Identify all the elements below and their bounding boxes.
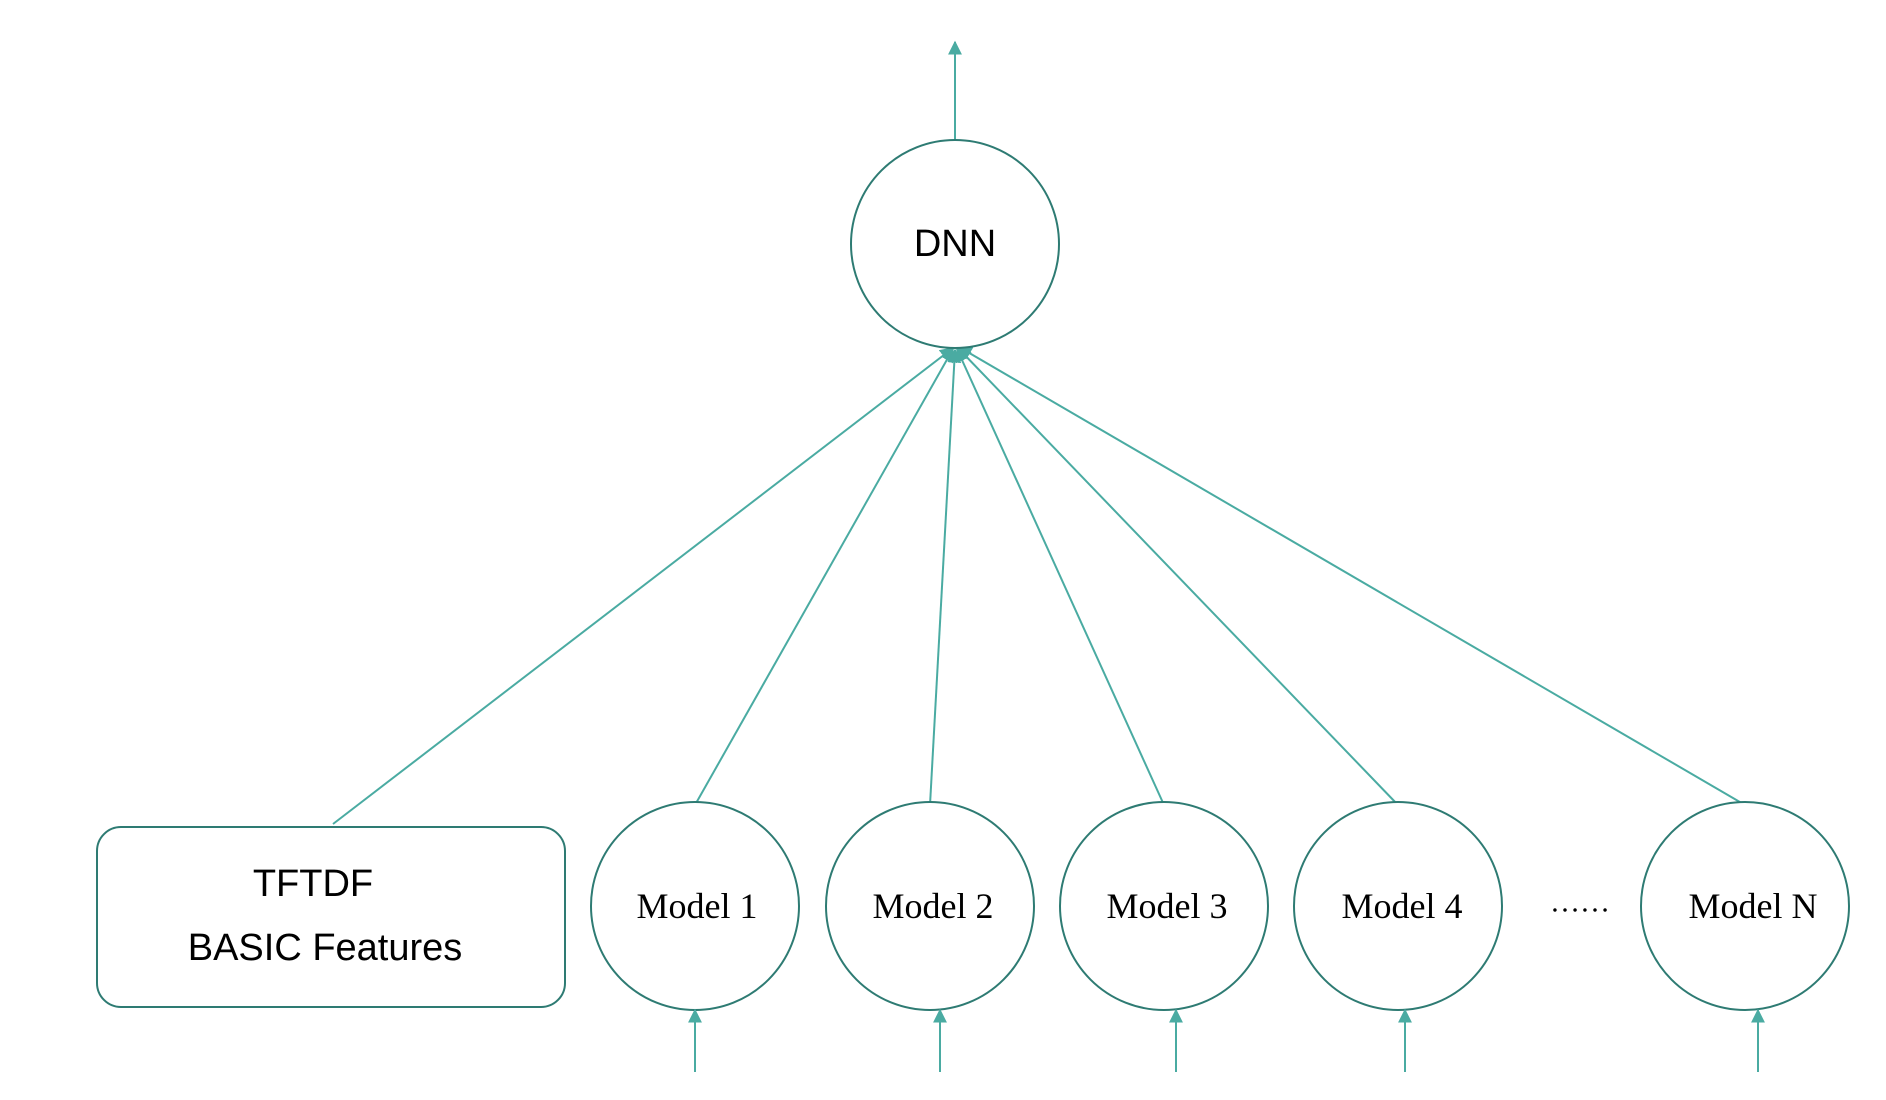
dnn-input-edges xyxy=(332,346,1746,825)
model-label: Model 2 xyxy=(873,886,994,926)
dnn-node: DNN xyxy=(850,139,1060,349)
model-node-n: Model N xyxy=(1640,801,1850,1011)
ellipsis: …… xyxy=(1550,886,1610,919)
model-label: Model 1 xyxy=(637,886,758,926)
edge-model4-to-dnn xyxy=(957,346,1399,806)
edge-features-to-dnn xyxy=(332,347,955,825)
model-label: Model 3 xyxy=(1107,886,1228,926)
model-label: Model N xyxy=(1689,886,1818,926)
edge-modelN-to-dnn xyxy=(957,346,1746,806)
dnn-label: DNN xyxy=(914,223,996,265)
model-node-3: Model 3 xyxy=(1059,801,1269,1011)
model-input-arrows xyxy=(688,1008,1765,1072)
edge-model1-to-dnn xyxy=(694,347,954,806)
model-node-4: Model 4 xyxy=(1293,801,1503,1011)
edge-model2-to-dnn xyxy=(929,348,962,806)
model-node-2: Model 2 xyxy=(825,801,1035,1011)
feature-box-line2: BASIC Features xyxy=(188,927,463,969)
feature-box-line1: TFTDF xyxy=(253,863,373,905)
model-label: Model 4 xyxy=(1342,886,1463,926)
feature-box: TFTDF BASIC Features xyxy=(96,826,566,1008)
edge-model3-to-dnn xyxy=(955,347,1165,806)
model-node-1: Model 1 xyxy=(590,801,800,1011)
